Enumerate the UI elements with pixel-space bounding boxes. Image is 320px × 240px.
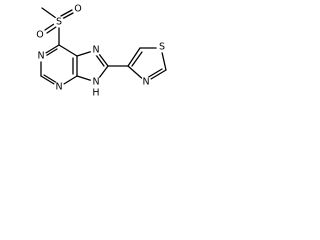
atom-h9: H [91, 88, 101, 99]
bond-n7-c8-inner [95, 54, 105, 67]
atom-n1: N [35, 50, 47, 62]
atom-label-n3: N [55, 82, 62, 93]
atom-label-n7: N [92, 45, 99, 56]
atom-label-s-sulfonyl: S [56, 17, 62, 28]
bond-s-o-upper-2 [61, 12, 74, 20]
bond-s-o-upper [60, 9, 73, 17]
atom-o-lower: O [34, 29, 46, 41]
atom-s-sulfonyl: S [53, 16, 65, 28]
atom-label-n-thiazole: N [142, 77, 149, 88]
atom-n-thiazole: N [140, 76, 152, 88]
structure-diagram: S O O N N N N H [34, 3, 168, 99]
atom-n3: N [53, 81, 65, 93]
atom-label-h9: H [92, 88, 99, 99]
atom-label-o-upper: O [74, 4, 81, 15]
atom-label-n1: N [37, 51, 44, 62]
bond-s-o-lower-2 [46, 26, 57, 34]
atom-label-n9: N [92, 77, 99, 88]
bond-methyl-s [41, 7, 57, 19]
atom-n9: N [90, 76, 102, 88]
atom-label-o-lower: O [36, 30, 43, 41]
atom-label-s-thiazole: S [159, 42, 165, 53]
atom-n7: N [90, 44, 102, 56]
atom-o-upper: O [72, 3, 84, 15]
bond-c4t-c5t [127, 47, 141, 67]
atom-s-thiazole: S [156, 41, 168, 53]
bond-c2-n3-inner [43, 74, 58, 84]
bond-c2t-n-inner [146, 68, 163, 79]
bond-c5-c6 [58, 44, 78, 57]
bond-c4t-c5t-inner [131, 51, 143, 67]
atom-layer: S O O N N N N H [34, 3, 168, 99]
bond-s-o-lower [44, 23, 55, 31]
